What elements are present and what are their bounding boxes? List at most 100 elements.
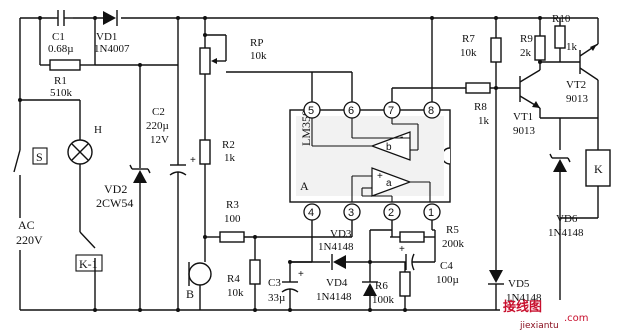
c3-plus: + <box>298 269 304 280</box>
vd2-zener-diode: VD2 2CW54 <box>95 63 178 310</box>
pin-2: 2 <box>383 203 401 221</box>
lamp-h: H <box>18 98 102 232</box>
c2-label: C2 <box>152 106 165 118</box>
r5-resistor: R5 200k <box>390 224 465 250</box>
vt2-transistor: VT2 9013 <box>566 17 599 118</box>
r3-value: 100 <box>224 213 241 225</box>
svg-text:7: 7 <box>388 105 394 117</box>
svg-text:3: 3 <box>348 207 354 219</box>
vd3-value: 1N4148 <box>318 241 354 253</box>
switch-s: S <box>13 145 48 218</box>
svg-text:2: 2 <box>388 207 394 219</box>
vd5-label: VD5 <box>508 278 530 290</box>
pin-5: 5 <box>303 101 321 119</box>
r10-resistor: R10 1k <box>552 13 580 62</box>
r9-label: R9 <box>520 33 533 45</box>
vd1-value: 1N4007 <box>94 43 130 55</box>
vt1-transistor: VT1 9013 <box>513 62 560 137</box>
c4-plus: + <box>399 244 405 255</box>
c2-value: 220µ <box>146 120 169 132</box>
switch-s-label: S <box>36 150 43 164</box>
c2-voltage: 12V <box>150 134 169 146</box>
ic-external-wires <box>226 16 466 263</box>
watermark-cn: 接线图 <box>503 299 542 315</box>
c2-plus: + <box>190 155 196 166</box>
c1-capacitor: C1 0.68µ <box>48 10 74 55</box>
r4-value: 10k <box>227 287 244 299</box>
relay-contact-k1: K-1 <box>75 231 103 310</box>
r3-label: R3 <box>226 199 239 211</box>
vt2-value: 9013 <box>566 93 589 105</box>
vd4-value: 1N4148 <box>316 291 352 303</box>
svg-text:6: 6 <box>348 105 354 117</box>
watermark-url: jiexiantu <box>519 321 559 331</box>
r3-resistor: R3 100 <box>203 199 330 243</box>
ac-label: AC <box>18 218 35 232</box>
vd2-label: VD2 <box>104 182 127 196</box>
vt2-label: VT2 <box>566 79 586 91</box>
r8-label: R8 <box>474 101 487 113</box>
vd3-label: VD3 <box>330 228 352 240</box>
vd1-diode: VD1 1N4007 <box>94 10 130 55</box>
r4-resistor: R4 10k <box>227 235 261 310</box>
opamp-a-plus: + <box>377 171 383 182</box>
r8-value: 1k <box>478 115 490 127</box>
c4-label: C4 <box>440 260 453 272</box>
opamp-b-label: b <box>386 142 392 153</box>
r6-value: 100k <box>372 294 395 306</box>
vt1-label: VT1 <box>513 111 533 123</box>
r9-value: 2k <box>520 47 532 59</box>
r7-value: 10k <box>460 47 477 59</box>
c2-capacitor: + C2 220µ 12V <box>146 16 196 310</box>
pin-7: 7 <box>383 101 401 119</box>
r2-label: R2 <box>222 139 235 151</box>
r2-value: 1k <box>224 152 236 164</box>
c4-value: 100µ <box>436 274 459 286</box>
c3-capacitor: + C3 33µ <box>268 260 304 310</box>
pin-1: 1 <box>423 203 441 221</box>
ic-lm358: LM358 A - b + a <box>289 109 451 203</box>
relay-k-label: K <box>594 162 603 176</box>
vd2-value: 2CW54 <box>96 196 133 210</box>
ac-voltage: 220V <box>16 233 43 247</box>
r5-value: 200k <box>442 238 465 250</box>
pin-8: 8 <box>423 101 441 119</box>
pin-4: 4 <box>303 203 321 221</box>
watermark-dotcom: .com <box>564 313 589 324</box>
r10-label: R10 <box>552 13 571 25</box>
vd1-label: VD1 <box>96 31 117 43</box>
r5-label: R5 <box>446 224 459 236</box>
c3-label: C3 <box>268 277 281 289</box>
k1-label: K-1 <box>79 257 98 271</box>
vd6-diode: VD6 1N4148 <box>548 153 584 300</box>
c3-value: 33µ <box>268 292 285 304</box>
svg-text:8: 8 <box>428 105 434 117</box>
vd4-label: VD4 <box>326 277 348 289</box>
r1-label: R1 <box>54 75 67 87</box>
rp-value: 10k <box>250 50 267 62</box>
c1-value: 0.68µ <box>48 43 74 55</box>
r6-resistor: R6 100k <box>372 262 411 310</box>
top-rail <box>19 16 560 145</box>
ic-name: LM358 <box>299 110 313 146</box>
r10-value: 1k <box>566 41 578 53</box>
relay-coil-k: K <box>559 117 611 219</box>
r2-resistor: R2 1k <box>199 139 236 250</box>
ac-source-label: AC 220V <box>16 218 43 310</box>
rp-label: RP <box>250 37 263 49</box>
r1-resistor: R1 510k <box>49 59 81 99</box>
r1-value: 510k <box>50 87 73 99</box>
pin-6: 6 <box>343 101 361 119</box>
svg-text:4: 4 <box>308 207 314 219</box>
r9-resistor: R9 2k <box>520 16 580 64</box>
vd4-diode: VD4 1N4148 <box>290 254 370 303</box>
vd5-diode: VD5 1N4148 <box>488 270 542 310</box>
vd6-value: 1N4148 <box>548 227 584 239</box>
rp-potentiometer: RP 10k <box>199 16 267 140</box>
bottom-rail <box>20 308 500 312</box>
c1-label: C1 <box>52 31 65 43</box>
ic-unit-a: A <box>300 179 309 193</box>
svg-text:5: 5 <box>308 105 314 117</box>
r4-label: R4 <box>227 273 240 285</box>
